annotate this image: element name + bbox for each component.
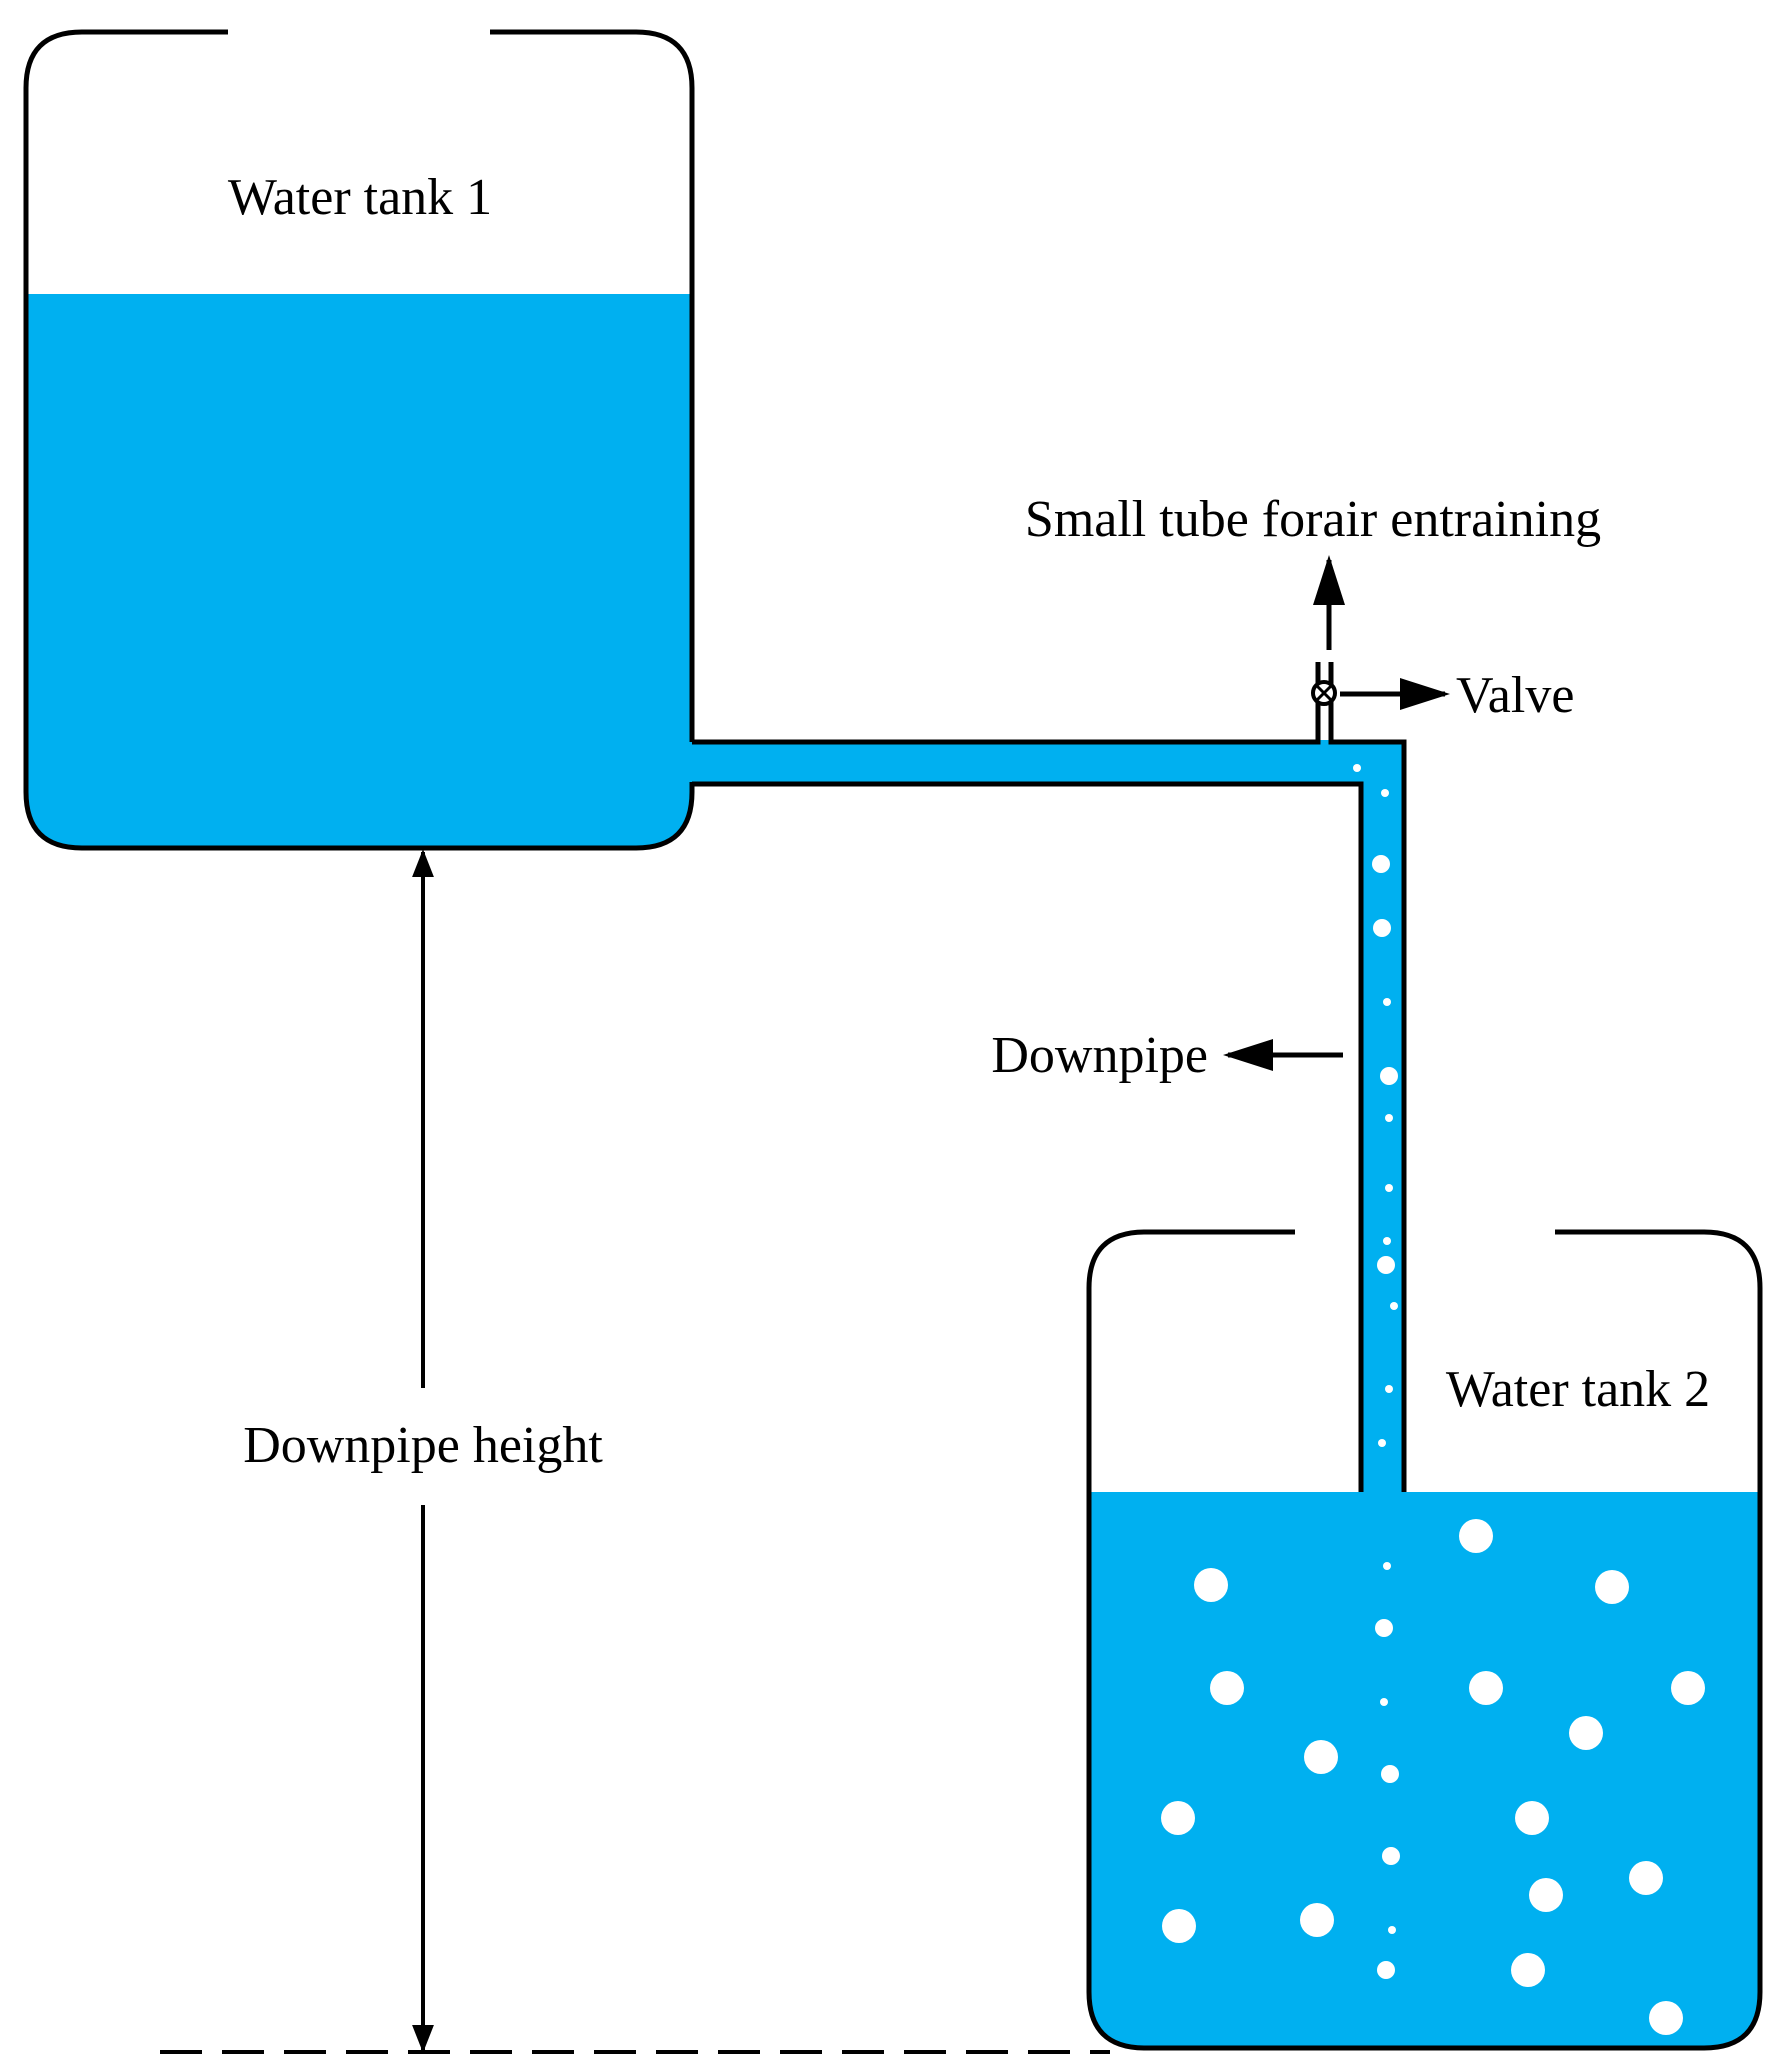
tank-1-water: [26, 294, 692, 848]
water-tank-2: Water tank 2: [1086, 1229, 1763, 2051]
tank-1-label: Water tank 1: [228, 169, 492, 226]
tank-2-label: Water tank 2: [1446, 1361, 1710, 1418]
tank-1-outline: [23, 29, 695, 851]
tank-2-outline: [1086, 1229, 1763, 2051]
downpipe-label: Downpipe: [991, 1027, 1208, 1084]
small-tube-label: Small tube forair entraining: [1025, 491, 1601, 548]
valve-label: Valve: [1456, 667, 1574, 724]
water-tank-1: Water tank 1: [23, 29, 695, 851]
tank-1-outline-right: [490, 29, 695, 742]
downpipe-height-label: Downpipe height: [243, 1417, 603, 1474]
horizontal-pipe-top-wall: [692, 662, 1321, 745]
air-bubble-icon: [1161, 764, 1705, 2035]
tank-2-water: [1089, 1492, 1760, 2048]
valve-icon: [1311, 680, 1337, 706]
